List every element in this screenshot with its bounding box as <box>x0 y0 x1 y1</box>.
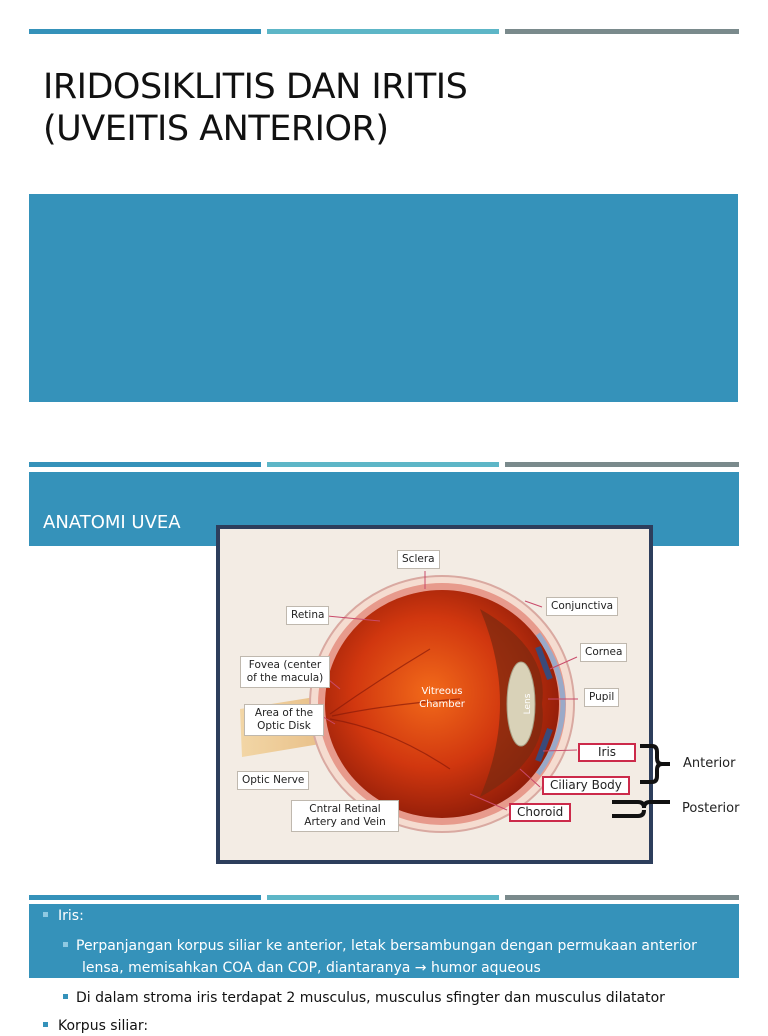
vitreous-label-line2: Chamber <box>419 699 466 710</box>
bullet-marker <box>63 941 68 947</box>
slide1-title-line2: (UVEITIS ANTERIOR) <box>43 109 389 149</box>
side-label-posterior: Posterior <box>682 801 740 816</box>
slide2-bar-gray <box>505 462 739 467</box>
label-sclera: Sclera <box>397 550 440 569</box>
slide3-bar-teal <box>267 895 499 900</box>
bullet-iris-detail-2: Di dalam stroma iris terdapat 2 musculus… <box>63 988 665 1008</box>
label-optic-disk: Area of the Optic Disk <box>244 704 324 736</box>
eye-illustration: Vitreous Chamber Lens <box>240 571 578 833</box>
side-label-anterior: Anterior <box>683 756 736 771</box>
bullet-text: Perpanjangan korpus siliar ke anterior, … <box>76 938 697 954</box>
slide2-bar-teal <box>267 462 499 467</box>
slide1-content-block <box>29 194 738 402</box>
top-bar-blue <box>29 29 261 34</box>
lens-label: Lens <box>523 693 533 714</box>
bullet-iris: Iris: <box>43 906 84 926</box>
iris-shape <box>535 645 553 763</box>
label-central-retinal: Cntral Retinal Artery and Vein <box>291 800 399 832</box>
label-fovea: Fovea (center of the macula) <box>240 656 330 688</box>
bullet-text: Di dalam stroma iris terdapat 2 musculus… <box>76 990 665 1006</box>
bullet-iris-detail-1b: lensa, memisahkan COA dan COP, diantaran… <box>82 958 541 978</box>
eye-diagram: Vitreous Chamber Lens Sclera Retina Conj… <box>220 529 649 860</box>
bullet-text: lensa, memisahkan COA dan COP, diantaran… <box>82 960 541 976</box>
label-cornea: Cornea <box>580 643 628 662</box>
slide1-title: IRIDOSIKLITIS DAN IRITIS (UVEITIS ANTERI… <box>43 66 468 150</box>
slide3-content-block <box>29 904 739 978</box>
bullet-text: Korpus siliar: <box>58 1018 149 1034</box>
bullet-iris-detail-1: Perpanjangan korpus siliar ke anterior, … <box>63 936 733 956</box>
cornea-shape <box>535 632 566 776</box>
label-pupil: Pupil <box>584 688 620 707</box>
slide2-title: ANATOMI UVEA <box>43 512 181 533</box>
top-bar-teal <box>267 29 499 34</box>
slide3-bar-blue <box>29 895 261 900</box>
bullet-marker <box>43 911 48 917</box>
anterior-bracket <box>640 744 670 784</box>
eye-diagram-frame: Vitreous Chamber Lens Sclera Retina Conj… <box>216 525 653 864</box>
label-conjunctiva: Conjunctiva <box>546 597 619 616</box>
label-ciliary-body: Ciliary Body <box>542 776 630 795</box>
label-retina: Retina <box>286 606 330 625</box>
slide2-bar-blue <box>29 462 261 467</box>
posterior-bracket <box>612 800 670 809</box>
bullet-marker <box>63 993 68 999</box>
label-choroid: Choroid <box>509 803 572 822</box>
bullet-text: Iris: <box>58 908 84 924</box>
bullet-marker <box>43 1021 48 1027</box>
label-iris: Iris <box>578 743 636 762</box>
bullet-korpus-siliar: Korpus siliar: <box>43 1016 148 1036</box>
vitreous-label-line1: Vitreous <box>421 686 462 697</box>
lens-shape <box>506 661 536 747</box>
slide3-bar-gray <box>505 895 739 900</box>
slide1-title-line1: IRIDOSIKLITIS DAN IRITIS <box>43 67 468 107</box>
bracket-annotations <box>612 744 670 818</box>
top-bar-gray <box>505 29 739 34</box>
label-optic-nerve: Optic Nerve <box>237 771 310 790</box>
